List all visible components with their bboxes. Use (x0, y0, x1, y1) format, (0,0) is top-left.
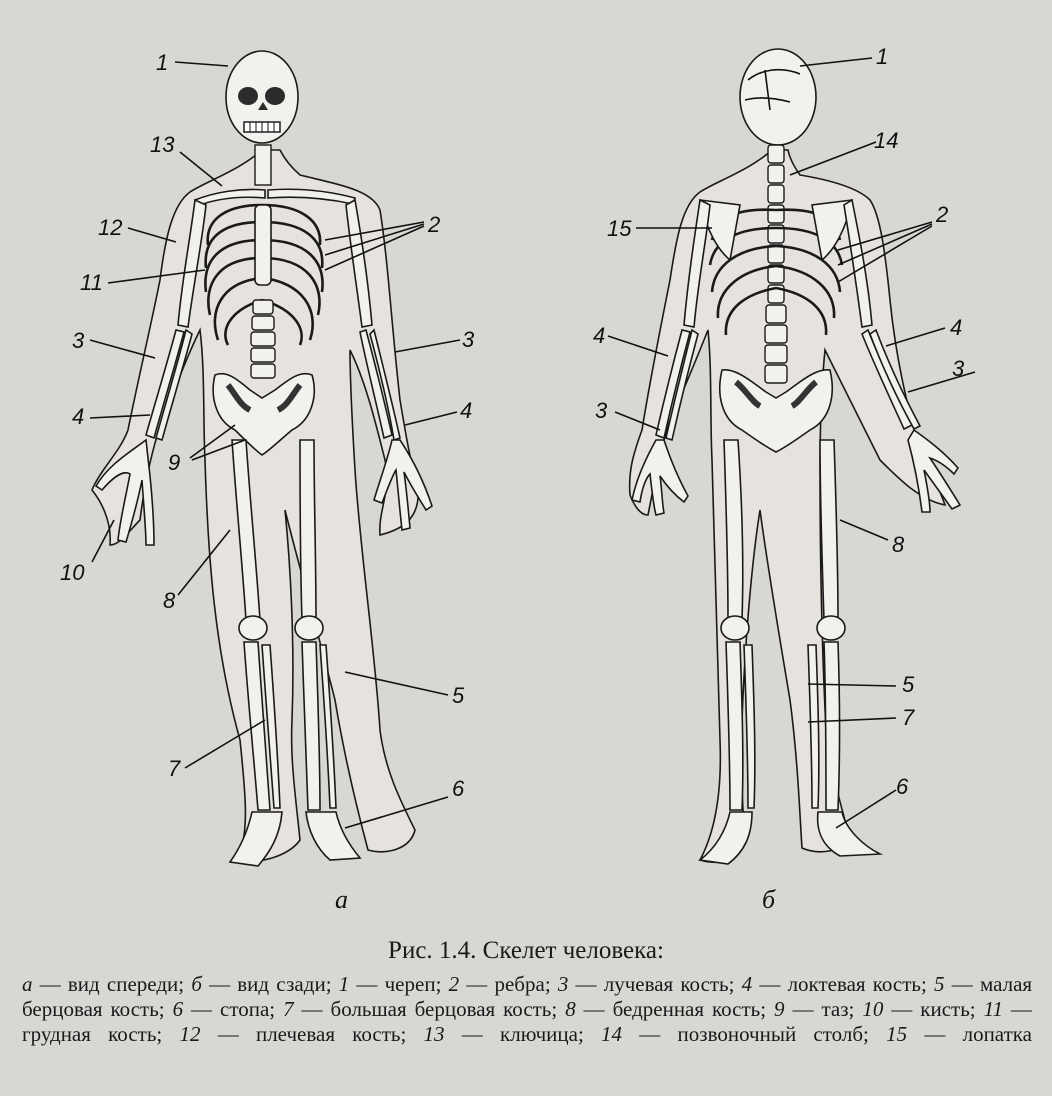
legend-text: ключица (500, 1022, 578, 1046)
legend-text: ребра (494, 972, 544, 996)
legend-text: лучевая кость (604, 972, 729, 996)
legend-entry: 2 — ребра; (449, 972, 558, 996)
front-label-11: 11 (80, 270, 103, 295)
back-label-3-left: 3 (595, 398, 608, 423)
legend-key: 12 (179, 1022, 200, 1046)
front-view-skeleton (92, 51, 432, 866)
legend-key: 10 (862, 997, 883, 1021)
front-label-1: 1 (156, 50, 168, 75)
legend-entry: 14 — позвоночный столб; (601, 1022, 886, 1046)
legend-text: позвоночный столб (678, 1022, 864, 1046)
legend-key: 14 (601, 1022, 622, 1046)
legend-text: вид спереди (68, 972, 178, 996)
front-label-10: 10 (60, 560, 85, 585)
front-label-4-right: 4 (460, 398, 472, 423)
legend-text: плечевая кость (256, 1022, 401, 1046)
legend-entry: 9 — таз; (774, 997, 862, 1021)
back-label-4-left: 4 (593, 323, 605, 348)
front-label-9: 9 (168, 450, 180, 475)
legend-key: 11 (984, 997, 1003, 1021)
front-label-3-left: 3 (72, 328, 85, 353)
legend-text: таз (821, 997, 848, 1021)
legend-key: 1 (339, 972, 350, 996)
legend-entry: 13 — ключица; (424, 1022, 602, 1046)
legend-text: череп (385, 972, 436, 996)
view-label-front: а (335, 885, 348, 914)
legend-text: лопатка (963, 1022, 1032, 1046)
legend-key: 4 (742, 972, 753, 996)
legend-entry: 15 — лопатка (886, 1022, 1032, 1046)
back-label-7: 7 (902, 705, 915, 730)
view-label-back: б (762, 885, 776, 914)
back-label-4-right: 4 (950, 315, 962, 340)
back-body-outline (630, 150, 945, 862)
legend-text: стопа (220, 997, 269, 1021)
back-view-skeleton (630, 49, 960, 864)
figure-caption-title: Рис. 1.4. Скелет человека: (0, 937, 1052, 965)
front-lumbar-spine (251, 300, 275, 378)
back-label-15: 15 (607, 216, 632, 241)
back-skull (740, 49, 816, 145)
legend-key: 2 (449, 972, 460, 996)
front-label-13: 13 (150, 132, 175, 157)
legend-key: 5 (934, 972, 945, 996)
front-label-8: 8 (163, 588, 176, 613)
back-label-3-right: 3 (952, 356, 965, 381)
legend-entry: б — вид сзади; (191, 972, 338, 996)
front-label-5: 5 (452, 683, 465, 708)
legend-entry: 10 — кисть; (862, 997, 983, 1021)
front-label-12: 12 (98, 215, 122, 240)
front-label-6: 6 (452, 776, 465, 801)
legend-text: грудная кость (22, 1022, 156, 1046)
front-label-7: 7 (168, 756, 181, 781)
legend-text: локтевая кость (788, 972, 921, 996)
front-sternum (255, 205, 271, 285)
legend-key: б (191, 972, 202, 996)
back-label-5: 5 (902, 672, 915, 697)
legend-text: вид сзади (237, 972, 325, 996)
legend-text: бедренная кость (613, 997, 761, 1021)
back-label-6: 6 (896, 774, 909, 799)
back-label-14: 14 (874, 128, 898, 153)
legend-key: 9 (774, 997, 785, 1021)
legend-entry: 4 — локтевая кость; (742, 972, 934, 996)
legend-entry: 12 — плечевая кость; (179, 1022, 423, 1046)
legend-entry: 6 — стопа; (173, 997, 284, 1021)
front-label-4-left: 4 (72, 404, 84, 429)
back-label-1: 1 (876, 44, 888, 69)
legend-key: 7 (283, 997, 294, 1021)
front-neck (255, 145, 271, 185)
legend-key: 8 (565, 997, 576, 1021)
legend-key: 15 (886, 1022, 907, 1046)
back-label-8: 8 (892, 532, 905, 557)
legend-entry: 1 — череп; (339, 972, 449, 996)
legend-key: а (22, 972, 33, 996)
back-label-2: 2 (935, 202, 948, 227)
legend-entry: 3 — лучевая кость; (558, 972, 742, 996)
figure-caption-legend: а — вид спереди; б — вид сзади; 1 — чере… (22, 972, 1032, 1047)
skeleton-figure: 1 2 3 3 4 4 5 6 7 8 9 10 11 12 13 1 2 3 … (0, 0, 1052, 930)
legend-key: 6 (173, 997, 184, 1021)
legend-key: 3 (558, 972, 569, 996)
legend-entry: 8 — бедренная кость; (565, 997, 774, 1021)
legend-entry: а — вид спереди; (22, 972, 191, 996)
legend-entry: 7 — большая берцовая кость; (283, 997, 565, 1021)
front-label-3-right: 3 (462, 327, 475, 352)
legend-text: кисть (920, 997, 970, 1021)
legend-text: большая берцовая кость (331, 997, 552, 1021)
legend-key: 13 (424, 1022, 445, 1046)
front-label-2: 2 (427, 212, 440, 237)
